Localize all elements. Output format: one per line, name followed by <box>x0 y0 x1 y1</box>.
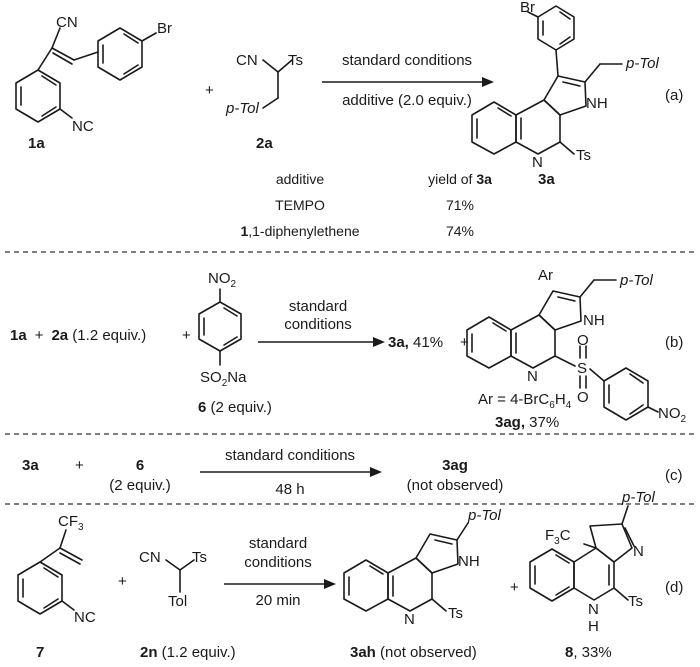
8-benzo-ring <box>529 548 575 602</box>
2n-tol-label: Tol <box>168 593 187 610</box>
3ag-ptol-label: p-Tol <box>619 272 653 289</box>
plus-sign: + <box>75 457 84 474</box>
condition-text: standard conditions <box>225 447 355 464</box>
reagent-6-amount: (2 equiv.) <box>109 477 170 494</box>
compound-2a-label: 2a <box>256 135 273 152</box>
3ah-nh-label: NH <box>458 553 480 570</box>
8-ts-label: Ts <box>628 593 643 610</box>
3ah-pyrrole-ring <box>415 533 459 574</box>
3a-n-label: N <box>532 154 543 171</box>
6-no2-label: NO2 <box>208 270 237 290</box>
1a-br-label: Br <box>157 20 172 37</box>
6-so2na-label: SO2Na <box>200 369 247 389</box>
3ah-pyridine-ring <box>387 557 433 612</box>
additive-text: additive (2.0 equiv.) <box>342 92 472 109</box>
3ah-benzo-ring <box>343 559 389 612</box>
compound-3a-label: 3a <box>538 171 555 188</box>
8-cf3-label: F3C <box>545 527 571 547</box>
3ag-nitrophenyl-ring <box>603 367 649 421</box>
3ag-no2-label: NO2 <box>658 405 687 425</box>
3a-ts-label: Ts <box>576 147 591 164</box>
3ah-n-label: N <box>404 611 415 628</box>
row-b-reactants: 1a+2a (1.2 equiv.) <box>10 327 146 344</box>
reactant-3a: 3a <box>22 457 39 474</box>
3a-pyrrole-ring <box>543 75 587 116</box>
3ag-o-label: O <box>577 389 589 406</box>
panel-tag-c: (c) <box>665 467 683 484</box>
product-3ag-yield: 3ag, 37% <box>495 414 559 431</box>
3a-ptol-label: p-Tol <box>625 55 659 72</box>
8-n-label: N <box>588 601 599 618</box>
8-ptol-label: p-Tol <box>621 489 655 506</box>
3ag-pyridine-ring <box>510 314 556 369</box>
table-row-additive: 1,1-diphenylethene <box>240 223 359 239</box>
condition-text: standard <box>289 298 347 315</box>
compound-1a-label: 1a <box>28 135 45 152</box>
table-head-yield: yield of 3a <box>428 171 492 187</box>
panel-tag-d: (d) <box>665 579 683 596</box>
condition-text: standard <box>249 535 307 552</box>
condition-text: standard conditions <box>342 52 472 69</box>
7-benzene-ring <box>17 561 63 615</box>
3a-pyridine-ring <box>515 99 561 155</box>
time-text: 20 min <box>255 592 300 609</box>
7-cf3-label: CF3 <box>58 513 84 533</box>
2n-ts-label: Ts <box>192 549 207 566</box>
plus-sign: + <box>182 327 191 344</box>
condition-text: conditions <box>244 554 312 571</box>
panel-c: 3a + 6 (2 equiv.) standard conditions 48… <box>22 447 683 498</box>
2n-cn-label: CN <box>139 549 161 566</box>
1a-cn-label: CN <box>56 14 78 31</box>
3ag-benzo-ring <box>466 316 512 369</box>
3a-br-label: Br <box>520 0 535 16</box>
3ah-ptol-label: p-Tol <box>467 507 501 524</box>
product-3ah-label: 3ah (not observed) <box>350 644 477 661</box>
8-dihydropyridine-ring <box>573 547 615 601</box>
2a-ptol-label: p-Tol <box>225 100 259 117</box>
product-3a-yield: 3a, 41% <box>388 334 443 351</box>
6-benzene-ring <box>198 301 242 352</box>
1a-nc-label: NC <box>72 118 94 135</box>
2a-ts-label: Ts <box>288 52 303 69</box>
3ag-s-label: S <box>577 360 587 377</box>
3a-benzo-ring <box>471 101 517 155</box>
3a-nh-label: NH <box>586 95 608 112</box>
plus-sign: + <box>460 334 469 351</box>
table-head-additive: additive <box>276 171 324 187</box>
panel-b: 1a+2a (1.2 equiv.) + NO2 SO2Na 6 (2 equi… <box>10 267 687 431</box>
compound-2n-label: 2n (1.2 equiv.) <box>140 644 236 661</box>
reagent-6: 6 <box>136 457 144 474</box>
condition-text: conditions <box>284 316 352 333</box>
table-row-additive: TEMPO <box>275 197 325 213</box>
reagent-6-label: 6 (2 equiv.) <box>198 399 272 416</box>
3ag-pyrrole-ring <box>538 290 582 331</box>
panel-tag-a: (a) <box>665 87 683 104</box>
1a-benzene-ring <box>15 69 61 123</box>
time-text: 48 h <box>275 481 304 498</box>
3ag-nh-label: NH <box>583 312 605 329</box>
ar-definition: Ar = 4-BrC6H4 <box>478 391 572 411</box>
plus-sign: + <box>205 82 214 99</box>
8-n-label: N <box>633 543 644 560</box>
panel-a: CN Br NC 1a + CN Ts p-Tol 2a standard co… <box>15 0 683 239</box>
3ah-ts-label: Ts <box>448 605 463 622</box>
product-8-label: 8, 33% <box>565 644 612 661</box>
2a-cn-label: CN <box>236 52 258 69</box>
compound-7-label: 7 <box>36 644 44 661</box>
7-nc-label: NC <box>74 609 96 626</box>
plus-sign: + <box>510 579 519 596</box>
3ag-o-label: O <box>577 332 589 349</box>
1a-bromophenyl-ring <box>97 27 143 81</box>
panel-tag-b: (b) <box>665 334 683 351</box>
table-row-yield: 74% <box>446 223 474 239</box>
product-note: (not observed) <box>407 477 504 494</box>
8-h-label: H <box>588 618 599 635</box>
table-row-yield: 71% <box>446 197 474 213</box>
3ag-ar-label: Ar <box>538 267 553 284</box>
plus-sign: + <box>118 573 127 590</box>
3ag-n-label: N <box>527 368 538 385</box>
panel-d: CF3 NC 7 + CN Ts Tol 2n (1.2 equiv.) sta… <box>17 489 683 661</box>
product-3ag: 3ag <box>442 457 468 474</box>
